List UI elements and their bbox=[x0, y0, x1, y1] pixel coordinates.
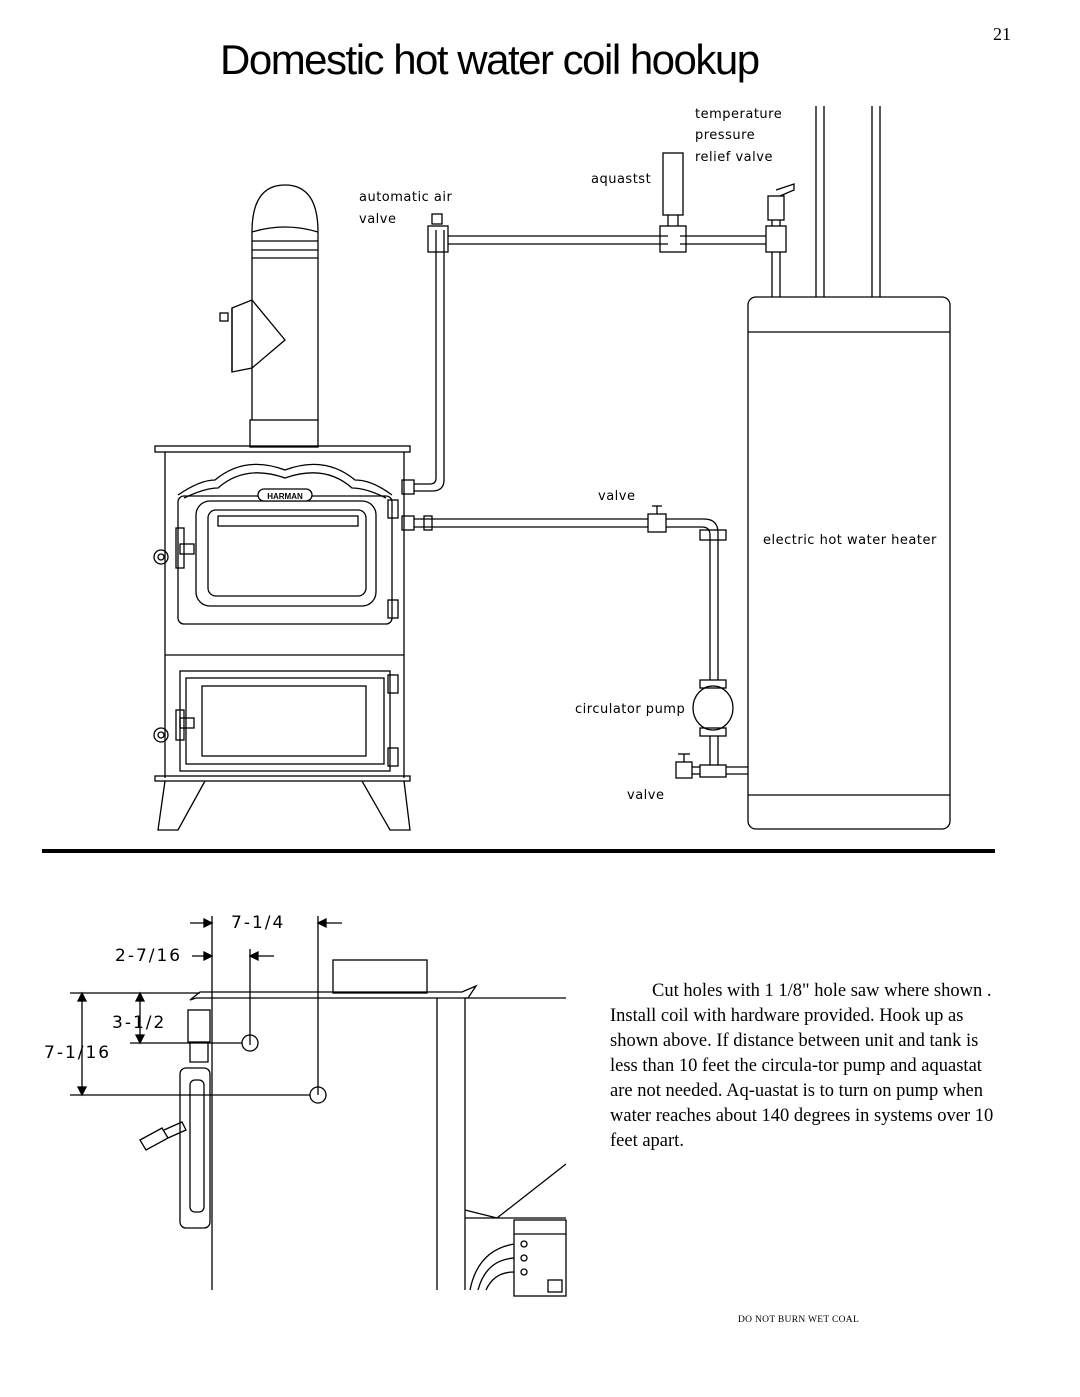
aquastat-label: aquastst bbox=[591, 172, 652, 187]
stove-chimney bbox=[219, 184, 319, 448]
page-number: 21 bbox=[993, 24, 1011, 44]
brand-label: HARMAN bbox=[267, 492, 303, 501]
electric-heater-label: electric hot water heater bbox=[763, 533, 937, 548]
hookup-diagram: HARMAN bbox=[42, 106, 995, 853]
relief-valve-label: relief valve bbox=[695, 150, 773, 165]
pressure-label: pressure bbox=[695, 128, 756, 143]
water-heater bbox=[747, 296, 951, 830]
temperature-label: temperature bbox=[695, 107, 783, 122]
valve-upper-label: valve bbox=[598, 489, 636, 504]
supply-pipe bbox=[401, 152, 795, 495]
dim-7-1-16: 7-1/16 bbox=[44, 1043, 112, 1063]
circulator-pump-label: circulator pump bbox=[575, 702, 686, 717]
return-pipe bbox=[401, 505, 748, 779]
dim-7-1-4: 7-1/4 bbox=[231, 913, 286, 933]
dim-2-7-16: 2-7/16 bbox=[115, 946, 183, 966]
air-valve-label: valve bbox=[359, 212, 397, 227]
dim-3-1-2: 3-1/2 bbox=[112, 1013, 167, 1033]
instructions-body: Cut holes with 1 1/8" hole saw where sho… bbox=[610, 981, 994, 1151]
footer-note: DO NOT BURN WET COAL bbox=[738, 1315, 860, 1325]
instructions-text: Cut holes with 1 1/8" hole saw where sho… bbox=[610, 979, 1005, 1154]
page-title: Domestic hot water coil hookup bbox=[220, 36, 760, 83]
automatic-air-label: automatic air bbox=[359, 190, 453, 205]
valve-lower-label: valve bbox=[627, 788, 665, 803]
stove: HARMAN bbox=[153, 445, 411, 831]
